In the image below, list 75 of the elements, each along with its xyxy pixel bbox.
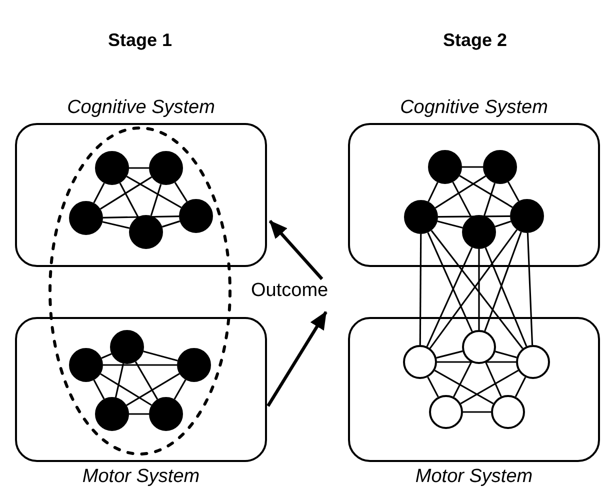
connection-line — [93, 380, 105, 400]
network-node-circle — [179, 199, 213, 233]
connection-line — [102, 221, 130, 229]
connection-line — [102, 216, 180, 218]
network-node-circle — [462, 330, 496, 364]
connection-line — [484, 232, 522, 332]
outcome-label: Outcome — [251, 280, 328, 302]
connection-line — [419, 234, 422, 345]
connection-line — [483, 182, 496, 216]
connection-line — [460, 370, 519, 404]
system-heading: Motor System — [82, 465, 200, 489]
connection-line — [134, 361, 158, 400]
network-node-circle — [149, 397, 183, 431]
network-node-circle — [516, 345, 550, 379]
network-node-circle — [462, 215, 496, 249]
network-node-circle — [403, 345, 437, 379]
network-node-circle — [95, 151, 129, 185]
connection-line — [427, 232, 473, 332]
connection-line — [478, 249, 480, 330]
connection-line — [162, 220, 180, 228]
connection-line — [143, 350, 178, 362]
connection-line — [452, 182, 472, 218]
stage-heading: Stage 2 — [442, 30, 508, 51]
stage-heading: Stage 1 — [106, 30, 174, 51]
connection-line — [150, 184, 162, 216]
network-node-circle — [428, 150, 462, 184]
connection-line — [484, 247, 528, 347]
system-heading: Cognitive System — [400, 96, 548, 120]
arrow — [266, 311, 328, 407]
network-node-circle — [429, 395, 463, 429]
connection-line — [437, 220, 463, 229]
connection-line — [103, 364, 177, 366]
network-node-circle — [129, 215, 163, 249]
network-node-circle — [69, 201, 103, 235]
connection-line — [462, 166, 483, 168]
connection-line — [129, 167, 149, 169]
connection-line — [100, 176, 152, 210]
connection-line — [495, 350, 517, 358]
connection-line — [129, 413, 149, 415]
connection-line — [174, 182, 188, 202]
system-heading: Cognitive System — [67, 96, 215, 120]
connection-line — [434, 370, 494, 404]
connection-line — [494, 220, 512, 228]
connection-line — [101, 353, 112, 359]
network-node-circle — [149, 151, 183, 185]
connection-line — [463, 411, 491, 413]
connection-line — [126, 176, 182, 208]
network-node-circle — [69, 348, 103, 382]
network-node-circle — [95, 397, 129, 431]
network-node-circle — [510, 199, 544, 233]
connection-line — [428, 182, 438, 202]
connection-line — [114, 363, 124, 398]
connection-line — [438, 215, 510, 218]
connection-line — [514, 376, 526, 398]
connection-line — [485, 362, 502, 397]
network-node-circle — [404, 200, 438, 234]
connection-line — [174, 379, 186, 400]
network-node-circle — [491, 395, 525, 429]
connection-line — [119, 182, 139, 218]
network-node-circle — [177, 348, 211, 382]
connection-line — [452, 362, 472, 398]
connection-line — [100, 373, 152, 406]
connection-line — [427, 376, 439, 398]
network-node-circle — [110, 330, 144, 364]
connection-line — [459, 175, 513, 208]
connection-line — [508, 182, 520, 202]
system-heading: Motor System — [415, 465, 533, 489]
connection-line — [434, 175, 486, 209]
connection-line — [426, 247, 473, 347]
network-node-circle — [483, 150, 517, 184]
connection-line — [526, 232, 534, 346]
arrow — [268, 220, 324, 280]
connection-line — [436, 350, 463, 359]
connection-line — [93, 182, 105, 204]
connection-line — [126, 373, 180, 406]
